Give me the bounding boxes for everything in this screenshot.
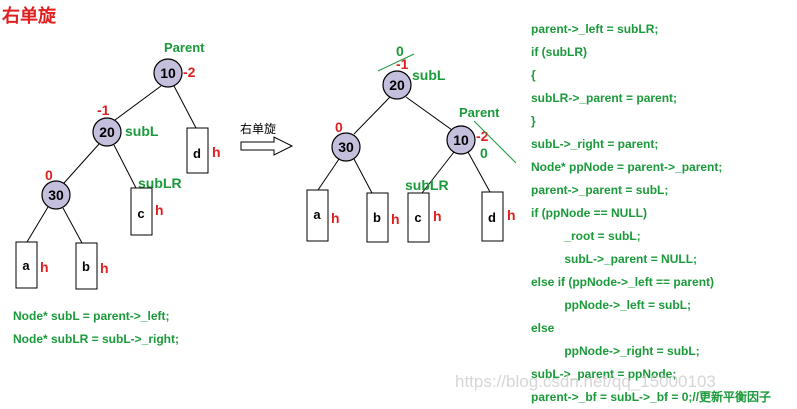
- code-line: subL->_parent = NULL;: [531, 252, 698, 266]
- subtree-a-box-right: [306, 189, 329, 242]
- subtree-c-height-right: h: [433, 208, 442, 224]
- parent-balance: -2: [183, 64, 196, 80]
- new-root-label: subL: [412, 67, 446, 83]
- subtree-a-height: h: [40, 259, 49, 275]
- subtree-d-height: h: [212, 144, 221, 160]
- new-root-node-value: 20: [389, 77, 405, 93]
- edge: [173, 85, 197, 129]
- subtree-b-box-right: [366, 192, 389, 243]
- code-line: {: [531, 68, 536, 82]
- parent-node-value: 10: [160, 65, 176, 81]
- edge: [63, 143, 100, 184]
- edge: [114, 85, 162, 121]
- subtree-a-label: a: [22, 258, 30, 273]
- new-root-node: [382, 70, 412, 100]
- subtree-b-label-right: b: [373, 210, 381, 225]
- code-line: parent->_left = subLR;: [531, 22, 659, 36]
- subtree-d-label-right: d: [488, 210, 496, 225]
- new-right-label: Parent: [459, 105, 500, 120]
- subtree-b-height: h: [100, 260, 109, 276]
- new-right-node-value: 10: [453, 132, 469, 148]
- subtree-d-label: d: [193, 146, 201, 161]
- declaration-line: Node* subLR = subL->_right;: [13, 332, 180, 346]
- subtree-b-label: b: [82, 259, 90, 274]
- left-child-node: [41, 180, 71, 210]
- code-line: parent->_bf = subL->_bf = 0;//更新平衡因子: [531, 390, 772, 404]
- edge: [62, 207, 83, 244]
- left-child-node-value: 30: [48, 187, 64, 203]
- code-line: else if (ppNode->_left == parent): [531, 275, 715, 289]
- code-line: else: [531, 321, 555, 335]
- page-title: 右单旋: [2, 6, 56, 27]
- left-tree: 10 20 30 Parent -2 -1 subL 0 subLR d h c…: [15, 40, 221, 290]
- edge: [317, 158, 340, 191]
- code-line: ppNode->_left = subL;: [531, 298, 692, 312]
- new-root-balance-old: -1: [396, 56, 409, 72]
- rotation-arrow: 右单旋: [240, 121, 294, 156]
- declaration-line: Node* subL = parent->_left;: [13, 309, 170, 323]
- edge: [405, 96, 453, 131]
- sublr-label-right: subLR: [405, 177, 449, 193]
- subtree-c-height: h: [155, 202, 164, 218]
- subl-balance: -1: [97, 102, 110, 118]
- code-line: parent->_parent = subL;: [531, 183, 669, 197]
- edge: [353, 158, 373, 194]
- code-line: Node* ppNode = parent->_parent;: [531, 160, 723, 174]
- code-line: if (subLR): [531, 45, 587, 59]
- parent-label: Parent: [164, 40, 205, 55]
- new-root-balance-updated: 0: [396, 43, 404, 59]
- subtree-a-height-right: h: [331, 210, 340, 226]
- subtree-a-label-right: a: [313, 207, 321, 222]
- declarations-block: Node* subL = parent->_left; Node* subLR …: [13, 305, 179, 351]
- watermark: https://blog.csdn.net/qq_15000103: [455, 372, 716, 391]
- code-line: subLR->_parent = parent;: [531, 91, 678, 105]
- subtree-c-label: c: [137, 206, 144, 221]
- subl-node-value: 20: [99, 124, 115, 140]
- subtree-b-height-right: h: [391, 211, 400, 227]
- code-line: ppNode->_right = subL;: [531, 344, 700, 358]
- strike-line: [473, 120, 517, 164]
- new-right-balance-old: -2: [476, 128, 489, 144]
- new-left-node-value: 30: [338, 139, 354, 155]
- new-left-node: [331, 132, 361, 162]
- code-line: subL->_parent = ppNode;: [531, 367, 677, 381]
- strike-line: [377, 53, 415, 72]
- code-line: subL->_right = parent;: [531, 137, 659, 151]
- subtree-c-label-right: c: [414, 210, 421, 225]
- left-child-balance: 0: [45, 167, 53, 183]
- subl-label: subL: [125, 123, 159, 139]
- sublr-label: subLR: [138, 175, 182, 191]
- edge: [353, 96, 391, 135]
- edge: [421, 151, 455, 194]
- subtree-c-box: [130, 187, 153, 236]
- right-tree: 20 30 10 0 -1 subL 0 Parent -2 0 subLR a…: [306, 43, 517, 243]
- arrow-label: 右单旋: [240, 121, 276, 136]
- code-line: if (ppNode == NULL): [531, 206, 647, 220]
- edge: [113, 144, 137, 189]
- edge: [26, 206, 49, 243]
- subtree-a-box: [15, 241, 38, 289]
- subtree-d-box-right: [481, 191, 504, 242]
- new-right-node: [446, 125, 476, 155]
- new-right-balance-updated: 0: [480, 145, 488, 161]
- new-left-balance: 0: [335, 119, 343, 135]
- subtree-d-box: [186, 127, 209, 174]
- edge: [467, 151, 491, 193]
- subtree-c-box-right: [407, 192, 430, 243]
- right-arrow-icon: [240, 136, 294, 156]
- code-block: parent->_left = subLR; if (subLR) { subL…: [531, 18, 797, 409]
- parent-node: [153, 58, 183, 88]
- code-line: _root = subL;: [531, 229, 641, 243]
- code-line: }: [531, 114, 536, 128]
- subl-node: [92, 117, 122, 147]
- subtree-d-height-right: h: [507, 207, 516, 223]
- subtree-b-box: [75, 242, 98, 290]
